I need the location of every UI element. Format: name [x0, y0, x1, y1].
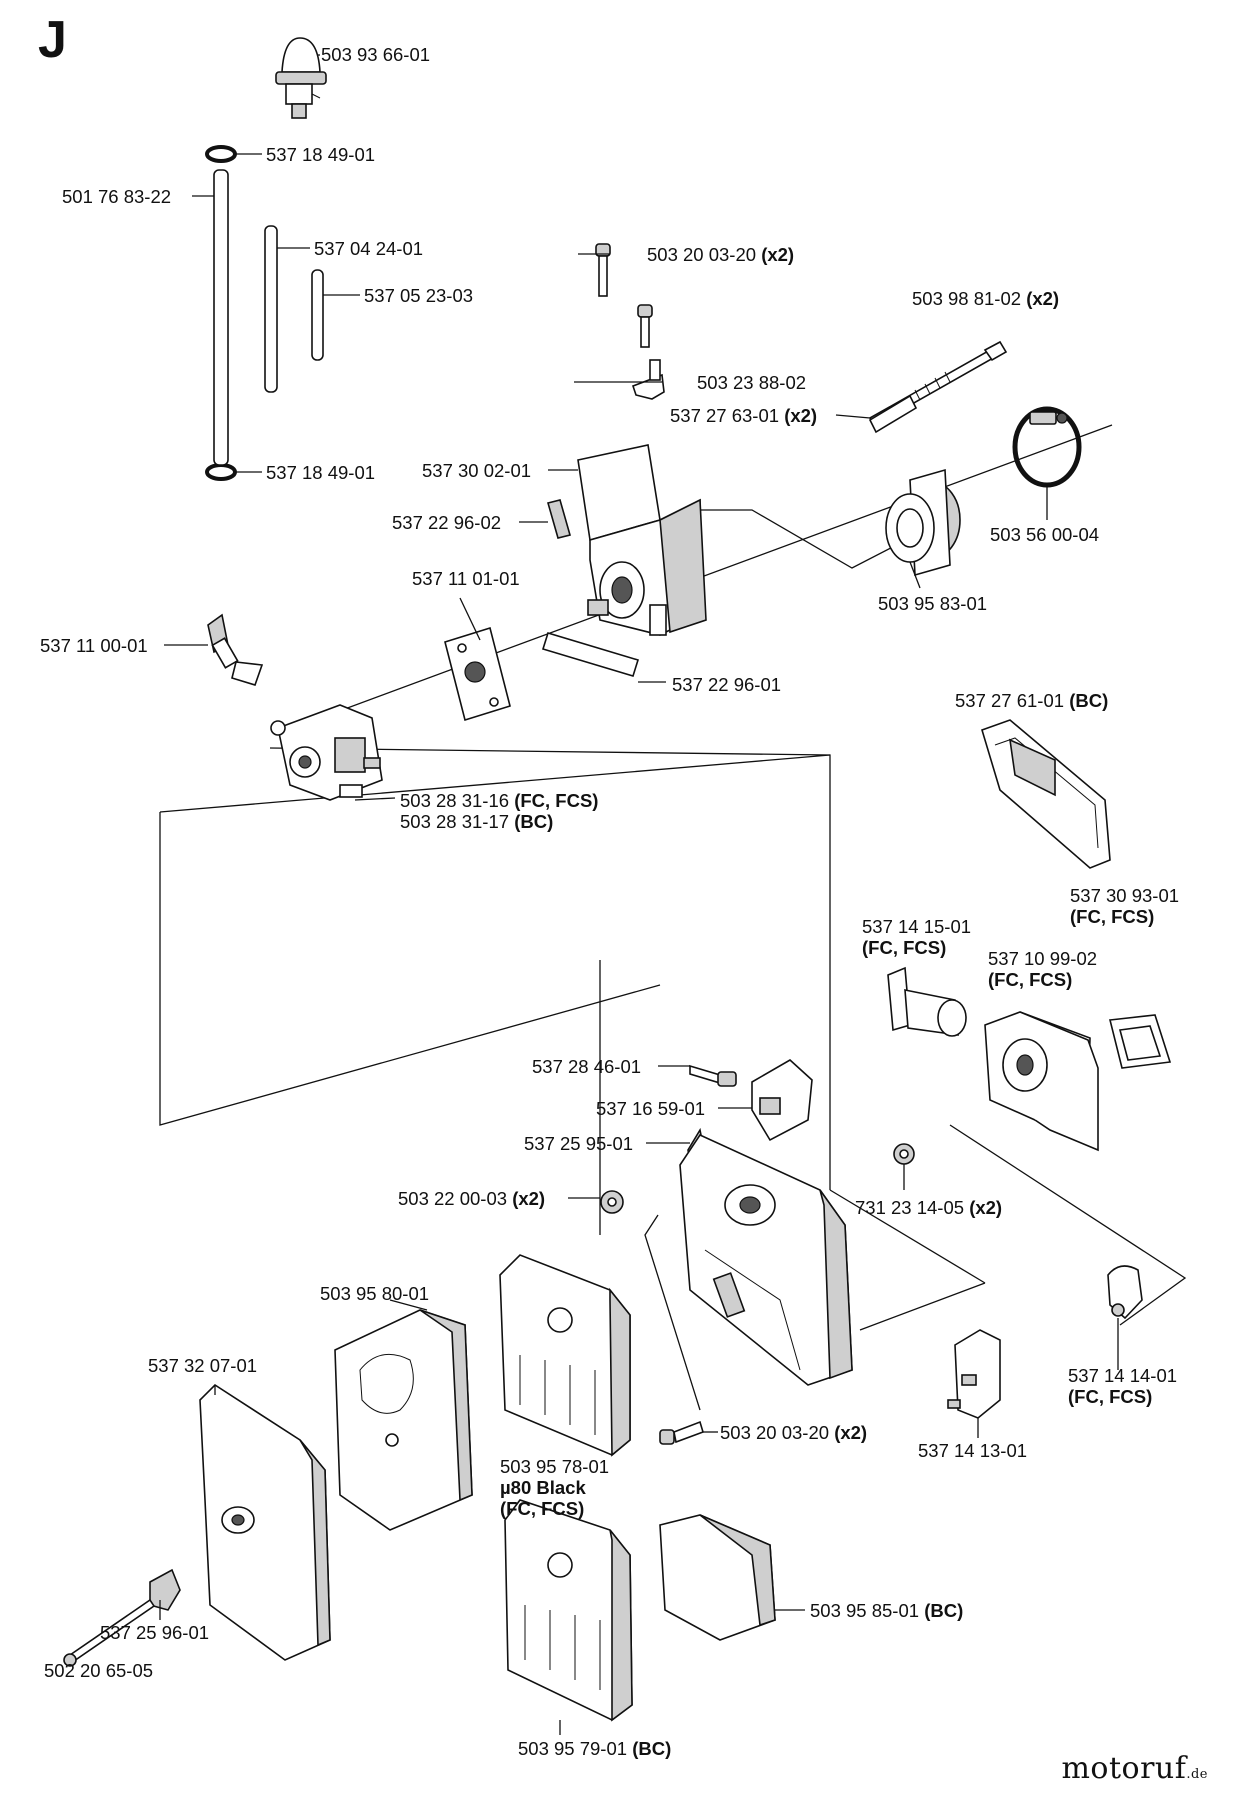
- label-bc-cover: 537 27 61-01 (BC): [955, 690, 1109, 711]
- watermark-logo: motoruf.de: [1061, 1751, 1208, 1786]
- label-nut-right: 731 23 14-05 (x2): [855, 1197, 1003, 1218]
- block-icon: [751, 1059, 813, 1142]
- fc-filter-holder-icon: [499, 1254, 631, 1457]
- label-pin: 537 28 46-01: [532, 1056, 642, 1077]
- intake-boot-icon: [885, 468, 961, 577]
- label-seal-fc: 537 30 93-01(FC, FCS): [1070, 885, 1180, 927]
- guide-lines: [159, 424, 1187, 1411]
- leader-lines: [159, 54, 1119, 1735]
- long-fuel-tube-icon: [213, 169, 229, 466]
- label-tube-fc: 537 14 15-01(FC, FCS): [862, 916, 972, 958]
- choke-knob-icon: [207, 613, 264, 686]
- label-knob: 537 25 96-01: [100, 1622, 210, 1643]
- carburetor-housing-icon: [577, 444, 707, 636]
- label-boot: 503 95 83-01: [878, 593, 988, 614]
- spacer-icon: [868, 394, 918, 434]
- oring-bottom-icon: [205, 463, 237, 481]
- fc-tube-icon: [887, 966, 967, 1037]
- intake-gasket-icon: [444, 626, 511, 722]
- label-lever-fc: 537 14 14-01(FC, FCS): [1068, 1365, 1178, 1407]
- fc-box-icon: [984, 1011, 1099, 1152]
- pin-icon: [689, 1064, 737, 1087]
- bracket-icon: [631, 359, 665, 400]
- label-housing: 537 30 02-01: [422, 460, 532, 481]
- link-icon: [947, 1329, 1001, 1419]
- label-gasket-small: 537 22 96-02: [392, 512, 502, 533]
- label-long-screw: 503 98 81-02 (x2): [912, 288, 1060, 309]
- clamp-icon: [1012, 406, 1082, 488]
- gasket-strip-icon: [541, 632, 640, 677]
- nut-left-icon: [600, 1190, 624, 1214]
- fc-seal-icon: [1109, 1014, 1172, 1069]
- label-holder-bc: 503 95 79-01 (BC): [518, 1738, 672, 1759]
- label-cover-screw: 502 20 65-05: [44, 1660, 154, 1681]
- nut-right-icon: [893, 1143, 915, 1165]
- label-oring-bottom: 537 18 49-01: [266, 462, 376, 483]
- label-cover: 537 32 07-01: [148, 1355, 258, 1376]
- screw-top-icon: [595, 243, 611, 297]
- label-clamp: 503 56 00-04: [990, 524, 1100, 545]
- label-carburetor: 503 28 31-16 (FC, FCS) 503 28 31-17 (BC): [400, 790, 599, 832]
- bc-foam-icon: [659, 1514, 776, 1641]
- short-fuel-tube-icon: [311, 269, 324, 361]
- carburetor-icon: [270, 704, 383, 801]
- oring-top-icon: [205, 145, 237, 163]
- fc-lever-icon: [1107, 1265, 1143, 1320]
- label-gasket-strip: 537 22 96-01: [672, 674, 782, 695]
- label-spacer: 537 27 63-01 (x2): [670, 405, 818, 426]
- label-box-fc: 537 10 99-02(FC, FCS): [988, 948, 1098, 990]
- label-choke-knob: 537 11 00-01: [40, 635, 148, 656]
- label-primer-bulb: 503 93 66-01: [321, 44, 431, 65]
- label-oring-top: 537 18 49-01: [266, 144, 376, 165]
- outer-cover-icon: [199, 1383, 331, 1661]
- cover-screw-icon: [63, 1598, 156, 1667]
- screw-second-icon: [637, 304, 653, 348]
- small-gasket-icon: [547, 499, 571, 539]
- label-block: 537 16 59-01: [596, 1098, 706, 1119]
- cover-knob-icon: [149, 1568, 181, 1611]
- bc-cover-icon: [981, 719, 1111, 869]
- label-link: 537 14 13-01: [918, 1440, 1028, 1461]
- bc-filter-holder-icon: [504, 1499, 633, 1722]
- air-filter-icon: [334, 1309, 473, 1531]
- label-foam-bc: 503 95 85-01 (BC): [810, 1600, 964, 1621]
- label-tube-mid: 537 04 24-01: [314, 238, 424, 259]
- screw-middle-icon: [659, 1420, 704, 1445]
- primer-bulb-icon: [275, 37, 327, 119]
- mid-fuel-tube-icon: [264, 225, 278, 393]
- label-plate-gasket: 537 25 95-01: [524, 1133, 634, 1154]
- label-screw-top: 503 20 03-20 (x2): [647, 244, 795, 265]
- label-bracket: 503 23 88-02: [697, 372, 807, 393]
- label-tube-short: 537 05 23-03: [364, 285, 474, 306]
- label-screw-mid: 503 20 03-20 (x2): [720, 1422, 868, 1443]
- label-intake-gasket: 537 11 01-01: [412, 568, 520, 589]
- label-long-tube: 501 76 83-22: [62, 186, 172, 207]
- label-nut-left: 503 22 00-03 (x2): [398, 1188, 546, 1209]
- page-letter: J: [38, 11, 67, 69]
- label-filter: 503 95 80-01: [320, 1283, 430, 1304]
- main-plate-icon: [679, 1133, 853, 1386]
